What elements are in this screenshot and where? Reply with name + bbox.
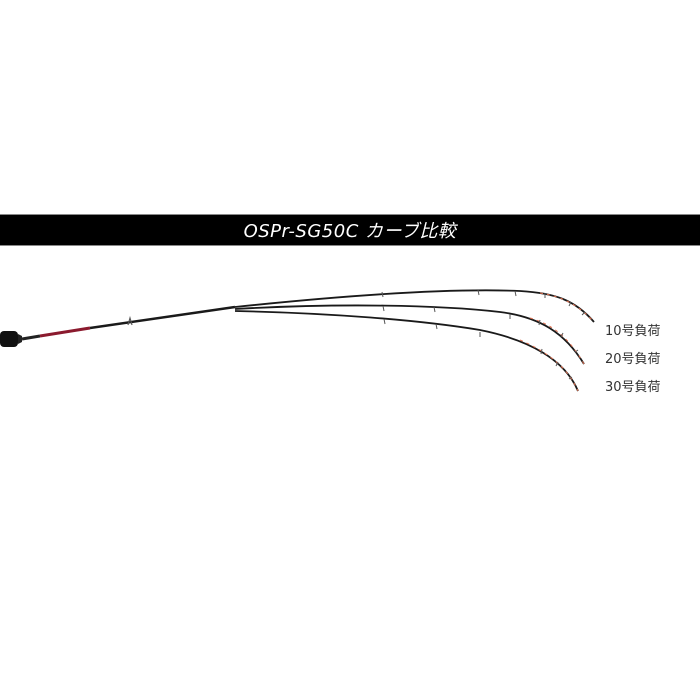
title-text: OSPr-SG50C カーブ比較 bbox=[243, 221, 457, 242]
label-20-load: 20号負荷 bbox=[605, 352, 661, 367]
rod-curve-20 bbox=[234, 304, 585, 365]
label-10-load: 10号負荷 bbox=[605, 324, 661, 339]
label-30-load: 30号負荷 bbox=[605, 380, 661, 395]
rod-curve-30 bbox=[234, 310, 579, 392]
title-banner: OSPr-SG50C カーブ比較 bbox=[0, 214, 700, 246]
rod-handle bbox=[0, 305, 236, 347]
rod-curve-10 bbox=[234, 289, 595, 323]
